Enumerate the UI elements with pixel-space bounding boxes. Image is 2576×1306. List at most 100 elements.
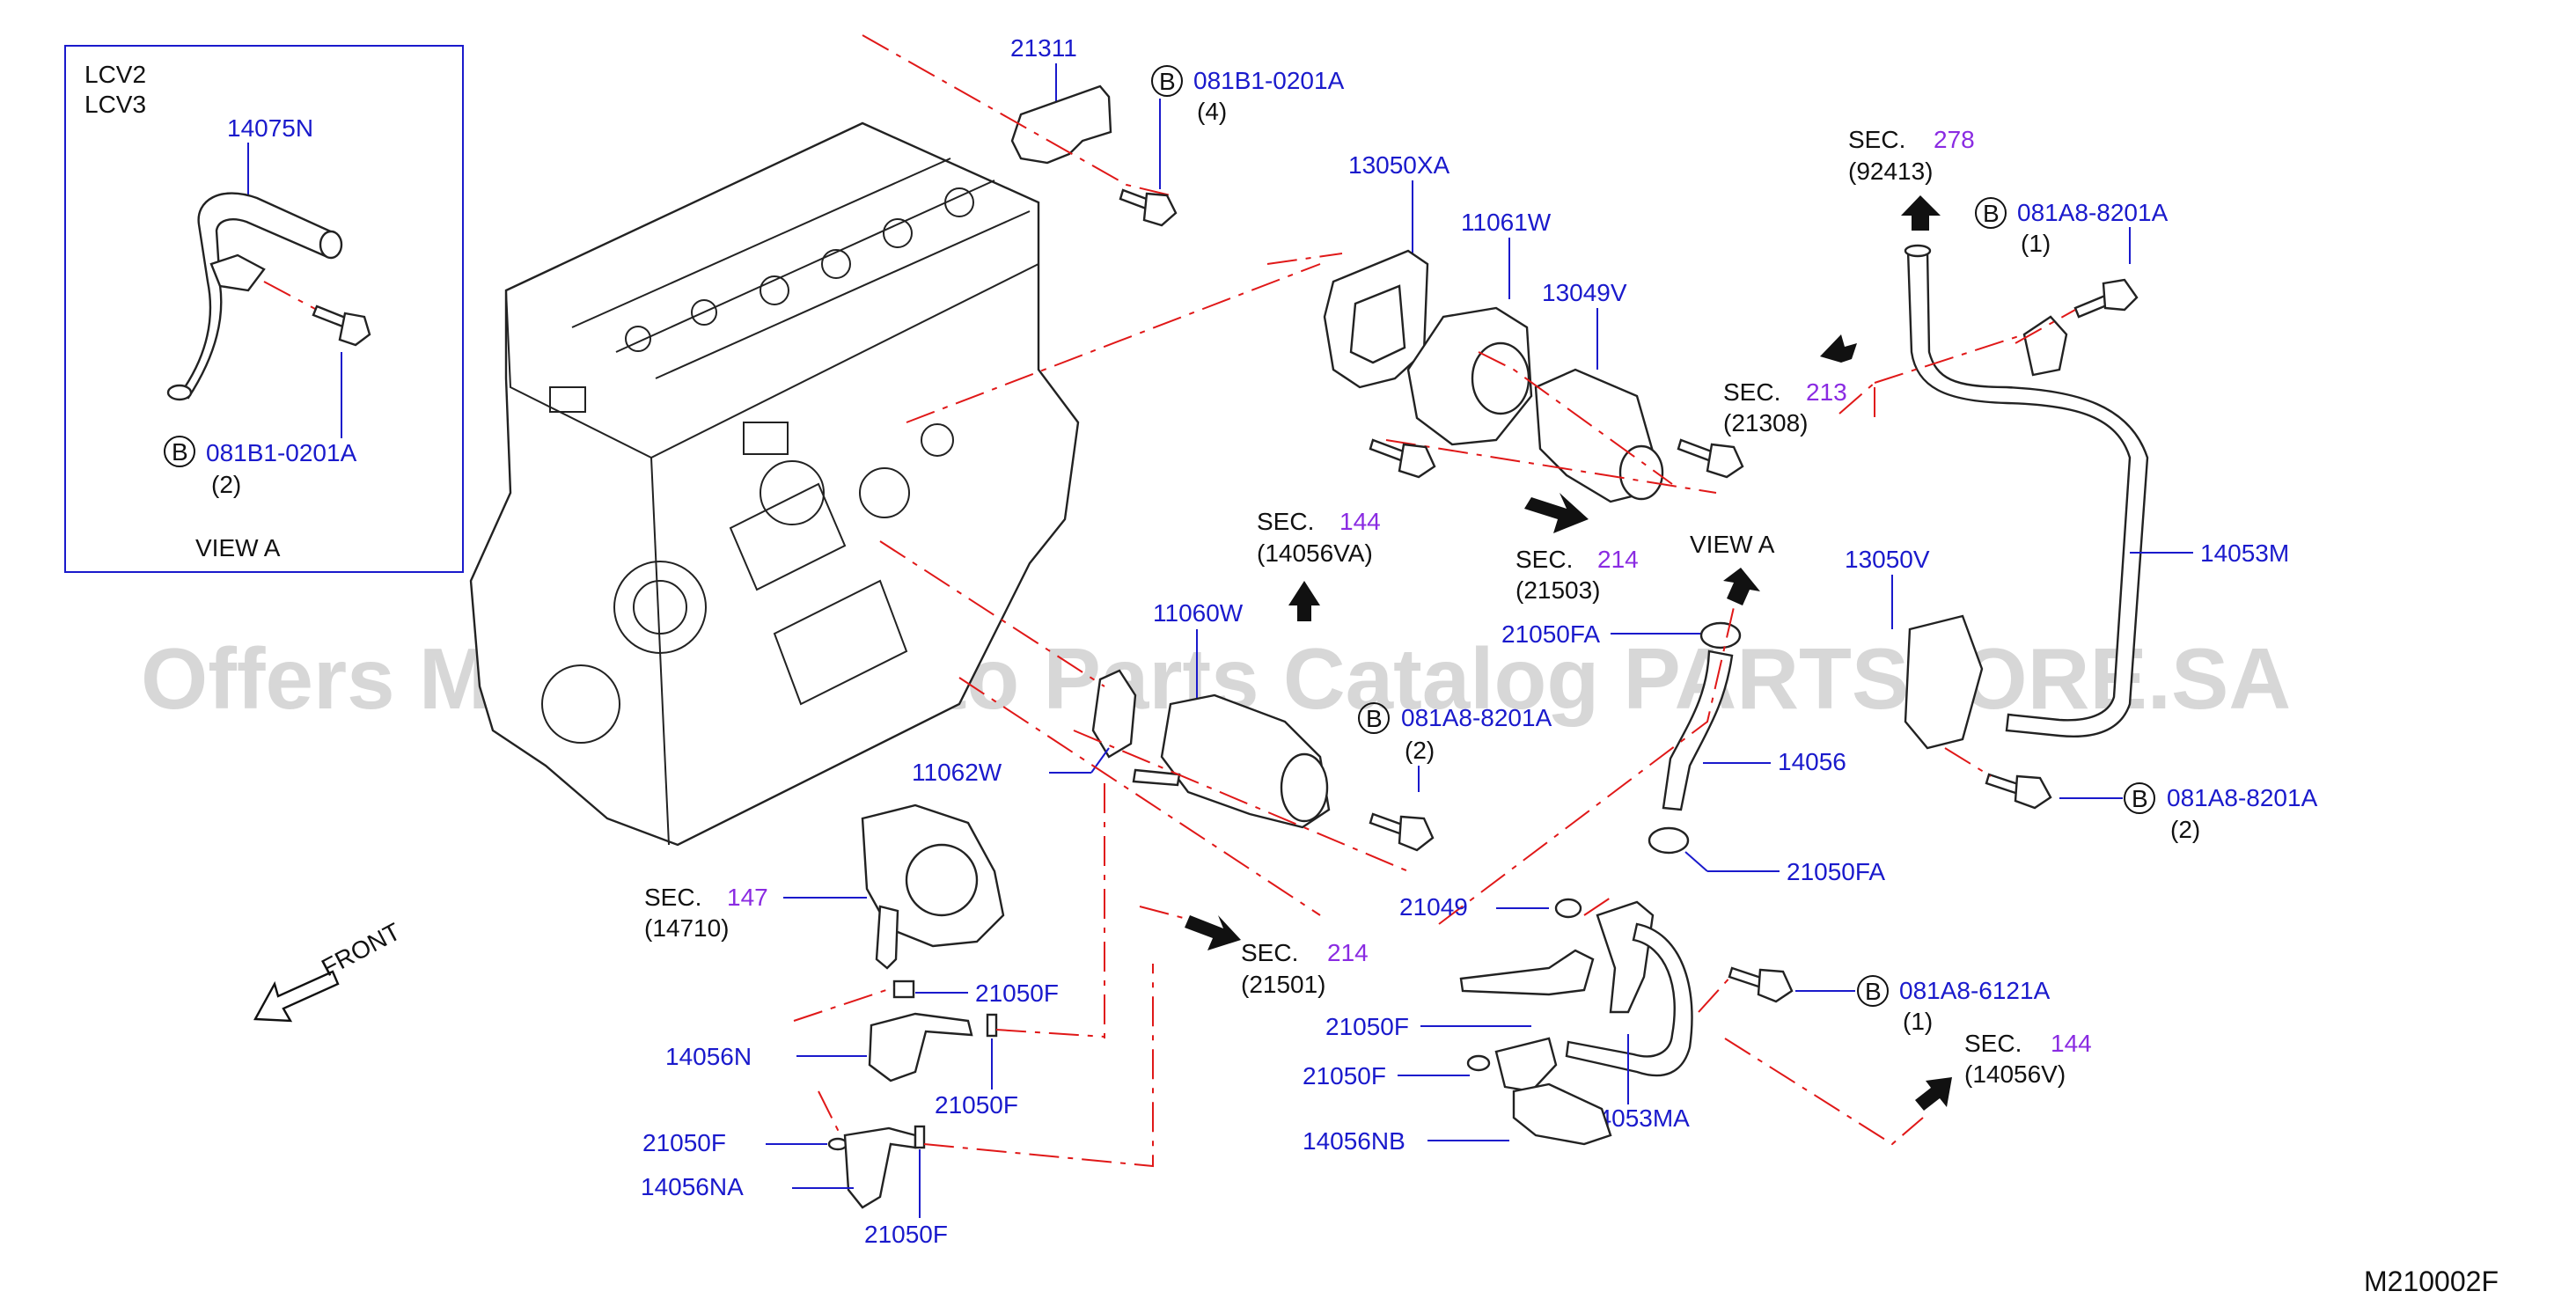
bolt-5-qty: (1) bbox=[1903, 1008, 1933, 1035]
arrow-sec214-lower bbox=[1185, 915, 1241, 950]
sec-144b-ref: (14056V) bbox=[1964, 1060, 2066, 1088]
sec-147-word: SEC. bbox=[644, 884, 701, 911]
clamp-21050F-d bbox=[914, 1125, 926, 1149]
bolt-4-qty: (2) bbox=[1405, 737, 1435, 764]
label-21050FA-top: 21050FA bbox=[1501, 620, 1600, 648]
engine-block bbox=[469, 121, 1080, 847]
front-arrow-icon bbox=[253, 970, 340, 1023]
hose-14056 bbox=[1662, 649, 1734, 811]
bolt-marker-3 bbox=[2124, 782, 2155, 814]
phantom-sec144b bbox=[1724, 1038, 1924, 1146]
phantom-14056NA-a bbox=[818, 1090, 841, 1136]
bolt-thermo-b-icon bbox=[1677, 438, 1744, 479]
label-21050F-b: 21050F bbox=[935, 1091, 1018, 1119]
sec-213-word: SEC. bbox=[1723, 378, 1780, 406]
pipe-14053MA-tube bbox=[1459, 949, 1595, 996]
label-14056N: 14056N bbox=[665, 1043, 752, 1070]
label-11060W: 11060W bbox=[1153, 599, 1244, 627]
oring-21049 bbox=[1554, 898, 1582, 919]
inset-bolt-code: 081B1-0201A bbox=[206, 439, 357, 466]
diagram-id: M210002F bbox=[2364, 1266, 2499, 1297]
pipe-14053MA-flange bbox=[1494, 1037, 1558, 1093]
sec-144a-ref: (14056VA) bbox=[1257, 539, 1373, 567]
label-13050V: 13050V bbox=[1845, 546, 1930, 573]
hose-14056NA bbox=[843, 1126, 917, 1209]
phantom-sec214b bbox=[1139, 906, 1191, 921]
phantom-11060W-a bbox=[879, 540, 1105, 687]
label-21050F-f: 21050F bbox=[1303, 1062, 1386, 1090]
sec-147-num: 147 bbox=[727, 884, 768, 911]
clamp-21050FA-top bbox=[1699, 621, 1742, 649]
bolt-marker-5 bbox=[1857, 975, 1889, 1007]
clamp-21050F-b bbox=[986, 1013, 998, 1038]
sec-214a-word: SEC. bbox=[1516, 546, 1573, 573]
phantom-thermo-a bbox=[906, 263, 1321, 423]
phantom-bolt-2 bbox=[2015, 309, 2076, 344]
label-21050F-e: 21050F bbox=[1325, 1013, 1409, 1040]
leader-21050FA-bot bbox=[1684, 851, 1708, 872]
bolt-1-qty: (4) bbox=[1197, 98, 1227, 125]
sec-213-ref: (21308) bbox=[1723, 409, 1809, 437]
sec-144a-num: 144 bbox=[1339, 508, 1381, 535]
label-21049: 21049 bbox=[1399, 893, 1468, 921]
inset-phantom bbox=[263, 281, 318, 311]
pipe-14053MA-loop bbox=[1565, 922, 1693, 1077]
front-label: FRONT bbox=[317, 918, 405, 982]
label-21050F-d: 21050F bbox=[864, 1221, 948, 1248]
bolt-marker-1 bbox=[1151, 65, 1183, 97]
bolt-2-code: 081A8-8201A bbox=[2017, 199, 2169, 226]
bolt-marker-1-text: B bbox=[1159, 68, 1176, 95]
arrow-view-a bbox=[1723, 568, 1760, 605]
phantom-11060W-c bbox=[958, 677, 1321, 916]
bolt-marker-2 bbox=[1975, 197, 2007, 229]
phantom-14056N-a bbox=[793, 987, 895, 1022]
phantom-bolt-3 bbox=[1944, 747, 1992, 777]
phantom-14053M-top bbox=[1874, 334, 2025, 384]
sec-213-num: 213 bbox=[1806, 378, 1847, 406]
pipe-14053MA-upper bbox=[1596, 900, 1655, 1014]
phantom-21049 bbox=[1583, 897, 1611, 916]
phantom-14056N-b bbox=[995, 1029, 1105, 1038]
phantom-11060W-b bbox=[1073, 730, 1409, 872]
inset-bolt-qty: (2) bbox=[211, 471, 241, 498]
bolt-marker-5-text: B bbox=[1865, 978, 1882, 1005]
phantom-thermo-b bbox=[1385, 439, 1717, 494]
phantom-14053M-b bbox=[1838, 382, 1875, 415]
clamp-21050F-f bbox=[1466, 1054, 1491, 1072]
inset-view-label: VIEW A bbox=[195, 534, 281, 561]
bolt-5-code: 081A8-6121A bbox=[1899, 977, 2051, 1004]
hose-14056N bbox=[868, 1012, 973, 1082]
sec-214a-ref: (21503) bbox=[1516, 576, 1601, 604]
inset-bolt-marker bbox=[164, 436, 195, 467]
label-14056NA: 14056NA bbox=[641, 1173, 744, 1200]
label-14056: 14056 bbox=[1778, 748, 1846, 775]
inset-variant-1: LCV2 bbox=[84, 61, 146, 88]
sec-144a-word: SEC. bbox=[1257, 508, 1314, 535]
hose-14056NB bbox=[1512, 1082, 1612, 1146]
arrow-sec214-upper bbox=[1524, 493, 1589, 533]
bolt-4-code: 081A8-8201A bbox=[1401, 704, 1552, 731]
bolt-2-icon bbox=[2073, 278, 2139, 319]
sec-278-ref: (92413) bbox=[1848, 158, 1934, 185]
bolt-5-icon bbox=[1728, 966, 1794, 1003]
inset-bolt-icon bbox=[312, 304, 371, 347]
sec-214b-word: SEC. bbox=[1241, 939, 1298, 966]
sec-278-word: SEC. bbox=[1848, 126, 1905, 153]
bolt-3-icon bbox=[1985, 773, 2052, 810]
sec-147-ref: (14710) bbox=[644, 914, 730, 942]
leader-11062W-b bbox=[1090, 747, 1110, 774]
pipe-14053M bbox=[1906, 249, 2149, 737]
sec-144b-word: SEC. bbox=[1964, 1030, 2022, 1057]
clamp-21050FA-bot bbox=[1648, 826, 1690, 855]
phantom-21311 bbox=[862, 34, 1171, 196]
bolt-marker-4-text: B bbox=[1366, 705, 1383, 732]
clamp-21050F-a bbox=[892, 980, 915, 999]
phantom-bolt-5 bbox=[1698, 974, 1733, 1013]
bolt-4-icon bbox=[1369, 812, 1435, 852]
label-11062W: 11062W bbox=[912, 759, 1002, 786]
view-a-label: VIEW A bbox=[1690, 531, 1775, 558]
label-21050F-c: 21050F bbox=[642, 1129, 726, 1156]
bolt-marker-2-text: B bbox=[1983, 200, 2000, 227]
bolt-3-qty: (2) bbox=[2170, 816, 2200, 843]
